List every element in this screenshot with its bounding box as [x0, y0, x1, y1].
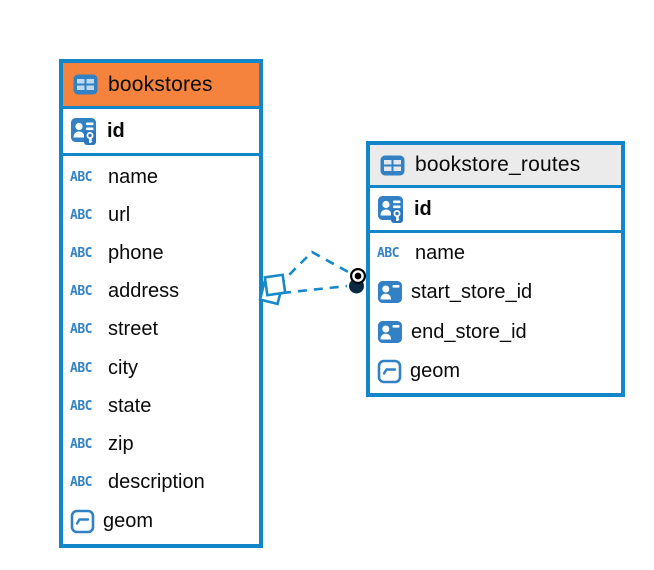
text-abc-icon: ABC — [70, 322, 92, 338]
table-row[interactable]: ABC description — [63, 464, 259, 502]
table-icon — [73, 74, 98, 95]
table-row[interactable]: ABC address — [63, 273, 259, 311]
geometry-icon — [70, 510, 95, 534]
table-row[interactable]: end_store_id — [370, 312, 621, 352]
table-row[interactable]: geom — [63, 502, 259, 542]
table-row[interactable]: ABC name — [63, 158, 259, 196]
column-name: zip — [108, 433, 134, 456]
geometry-icon — [377, 359, 402, 384]
foreign-key-icon — [378, 281, 402, 303]
column-name: state — [108, 394, 152, 417]
text-abc-icon: ABC — [377, 246, 399, 261]
relationship-links[interactable] — [277, 250, 351, 295]
table-header[interactable]: bookstore_routes — [370, 145, 621, 188]
primary-key-row[interactable]: id — [370, 188, 621, 233]
source-marker-squares[interactable] — [258, 273, 287, 306]
entity-table-bookstore-routes[interactable]: bookstore_routes id ABC name start_store_i… — [366, 141, 625, 397]
column-name: start_store_id — [411, 280, 533, 303]
text-abc-icon: ABC — [70, 398, 92, 414]
primary-key-icon — [71, 118, 96, 145]
text-abc-icon: ABC — [70, 284, 92, 300]
target-marker-dots[interactable] — [349, 268, 366, 294]
relationship-line-straight[interactable] — [281, 284, 348, 295]
table-row[interactable]: ABC name — [370, 235, 621, 272]
column-name: phone — [108, 242, 164, 264]
relationship-line-angled[interactable] — [277, 250, 351, 287]
table-row[interactable]: ABC state — [63, 387, 259, 425]
dot-marker-ring — [352, 270, 364, 282]
column-name: geom — [410, 360, 461, 382]
text-abc-icon: ABC — [70, 169, 92, 185]
table-row[interactable]: ABC phone — [63, 234, 259, 272]
column-name: name — [108, 165, 159, 188]
text-abc-icon: ABC — [70, 360, 92, 376]
square-marker-front — [263, 273, 287, 297]
column-name: address — [108, 280, 180, 303]
table-row[interactable]: ABC city — [63, 349, 259, 387]
column-name: url — [108, 203, 131, 226]
column-name: description — [108, 471, 205, 494]
foreign-key-icon — [378, 321, 402, 343]
table-row[interactable]: ABC url — [63, 196, 259, 234]
text-abc-icon: ABC — [70, 207, 92, 223]
square-marker-back — [258, 280, 284, 306]
table-row[interactable]: geom — [370, 352, 621, 391]
column-name: end_store_id — [411, 320, 527, 343]
column-name: name — [415, 242, 466, 264]
text-abc-icon: ABC — [70, 246, 92, 261]
table-icon — [380, 155, 405, 175]
primary-key-name: id — [414, 197, 432, 220]
primary-key-icon — [378, 196, 403, 223]
dot-marker-back — [349, 278, 364, 294]
table-title: bookstore_routes — [415, 153, 581, 176]
column-name: geom — [103, 510, 154, 533]
table-row[interactable]: ABC street — [63, 311, 259, 349]
column-name: city — [108, 356, 138, 379]
table-title: bookstores — [108, 72, 213, 96]
table-row[interactable]: ABC zip — [63, 425, 259, 463]
text-abc-icon: ABC — [70, 475, 92, 491]
primary-key-name: id — [107, 119, 125, 142]
text-abc-icon: ABC — [70, 437, 92, 453]
table-header[interactable]: bookstores — [63, 63, 259, 109]
dot-marker-front — [350, 268, 366, 284]
table-row[interactable]: start_store_id — [370, 272, 621, 312]
column-name: street — [108, 318, 159, 341]
primary-key-row[interactable]: id — [63, 109, 259, 156]
